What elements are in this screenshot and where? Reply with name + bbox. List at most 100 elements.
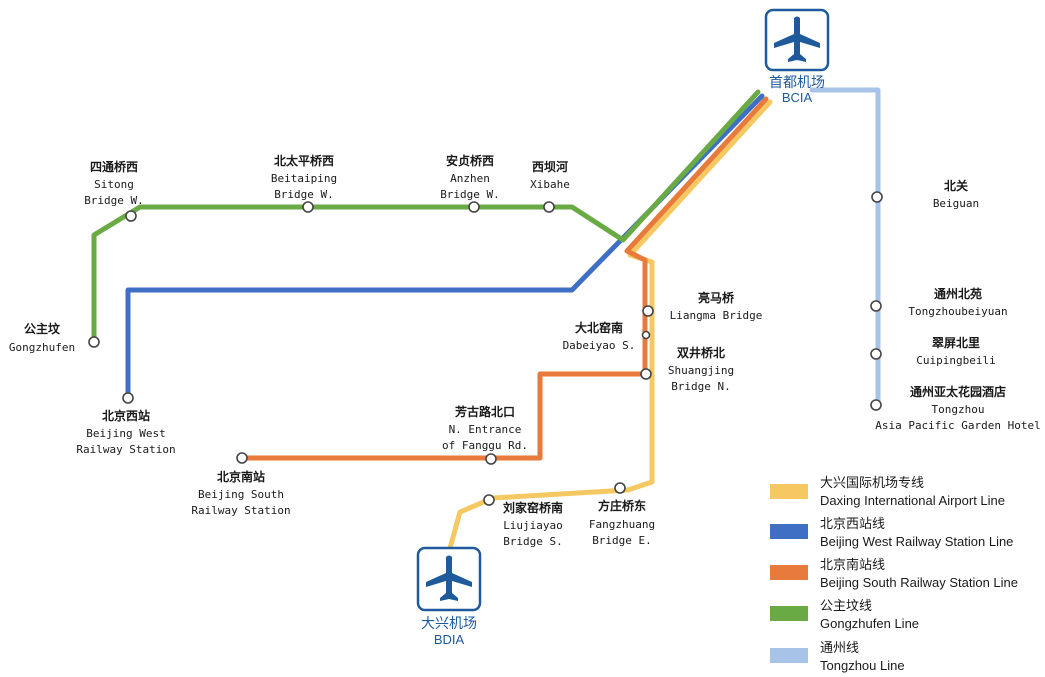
svg-text:Beiguan: Beiguan <box>933 197 979 210</box>
label-xibahe: 西坝河 Xibahe <box>530 159 570 191</box>
label-liangma: 亮马桥 Liangma Bridge <box>670 290 763 322</box>
legend-swatch <box>770 484 808 499</box>
svg-text:Bridge N.: Bridge N. <box>671 380 731 393</box>
legend-swatch <box>770 606 808 621</box>
svg-text:方庄桥东: 方庄桥东 <box>598 498 646 513</box>
svg-text:Bridge W.: Bridge W. <box>274 188 334 201</box>
stop-beiguan[interactable] <box>871 191 883 203</box>
svg-text:四通桥西: 四通桥西 <box>90 159 138 174</box>
stop-tongzhou-hotel[interactable] <box>870 399 882 411</box>
stop-anzhen[interactable] <box>468 201 480 213</box>
bdia-name-en: BDIA <box>434 632 465 647</box>
svg-text:Asia Pacific Garden Hotel: Asia Pacific Garden Hotel <box>875 419 1041 432</box>
legend-item-beijing-south: 北京南站线 Beijing South Railway Station Line <box>770 557 1018 590</box>
svg-text:Sitong: Sitong <box>94 178 134 191</box>
svg-text:公主坟: 公主坟 <box>24 321 60 336</box>
svg-text:Fangzhuang: Fangzhuang <box>589 518 655 531</box>
stop-beijing-south[interactable] <box>236 452 248 464</box>
svg-text:Liangma Bridge: Liangma Bridge <box>670 309 763 322</box>
label-tongzhoubeiyuan: 通州北苑 Tongzhoubeiyuan <box>908 286 1007 318</box>
label-fangzhuang: 方庄桥东 Fangzhuang Bridge E. <box>589 498 655 547</box>
legend-swatch <box>770 565 808 580</box>
svg-text:Beijing West Railway Station L: Beijing West Railway Station Line <box>820 534 1013 549</box>
label-shuangjing: 双井桥北 Shuangjing Bridge N. <box>668 345 734 393</box>
stop-beijing-west[interactable] <box>122 392 134 404</box>
airplane-icon <box>426 555 472 601</box>
stops <box>88 191 883 506</box>
svg-text:Bridge S.: Bridge S. <box>503 535 563 548</box>
svg-text:Railway Station: Railway Station <box>191 504 290 517</box>
svg-text:安贞桥西: 安贞桥西 <box>446 153 494 168</box>
svg-text:Tongzhou: Tongzhou <box>932 403 985 416</box>
label-fanggu: 芳古路北口 N. Entrance of Fanggu Rd. <box>442 404 528 452</box>
beijing-west-line <box>125 93 765 401</box>
legend-item-beijing-west: 北京西站线 Beijing West Railway Station Line <box>770 517 1013 549</box>
station-labels: 四通桥西 Sitong Bridge W. 北太平桥西 Beitaiping B… <box>9 153 1041 548</box>
svg-text:北京西站线: 北京西站线 <box>820 517 885 532</box>
svg-text:Liujiayao: Liujiayao <box>503 519 563 532</box>
bcia-name-zh: 首都机场 <box>769 75 825 91</box>
svg-text:Beitaiping: Beitaiping <box>271 172 337 185</box>
stop-sitong[interactable] <box>125 210 137 222</box>
stop-fanggu[interactable] <box>485 453 497 465</box>
svg-text:刘家窑桥南: 刘家窑桥南 <box>503 500 563 515</box>
label-beijing-south: 北京南站 Beijing South Railway Station <box>191 469 290 517</box>
legend-item-daxing: 大兴国际机场专线 Daxing International Airport Li… <box>770 476 1005 508</box>
label-sitong: 四通桥西 Sitong Bridge W. <box>84 159 144 207</box>
svg-text:翠屏北里: 翠屏北里 <box>932 335 980 350</box>
bdia-name-zh: 大兴机场 <box>421 616 477 632</box>
gongzhufen-line <box>91 89 761 345</box>
legend-swatch <box>770 524 808 539</box>
svg-text:Tongzhoubeiyuan: Tongzhoubeiyuan <box>908 305 1007 318</box>
svg-text:通州线: 通州线 <box>820 641 859 656</box>
svg-text:Dabeiyao S.: Dabeiyao S. <box>563 339 636 352</box>
tongzhou-line <box>809 87 881 408</box>
label-cuipingbeili: 翠屏北里 Cuipingbeili <box>916 335 995 367</box>
label-gongzhufen: 公主坟 Gongzhufen <box>9 321 75 354</box>
stop-shuangjing[interactable] <box>640 368 652 380</box>
svg-text:of Fanggu Rd.: of Fanggu Rd. <box>442 439 528 452</box>
airport-bcia[interactable]: 首都机场 BCIA <box>764 8 830 105</box>
legend-item-gongzhufen: 公主坟线 Gongzhufen Line <box>770 599 919 631</box>
svg-text:北关: 北关 <box>944 178 968 193</box>
stop-liujiayao[interactable] <box>483 494 495 506</box>
stop-liangma[interactable] <box>642 305 654 317</box>
label-beitaiping: 北太平桥西 Beitaiping Bridge W. <box>271 153 337 201</box>
airport-bdia[interactable]: 大兴机场 BDIA <box>416 546 482 647</box>
svg-text:Cuipingbeili: Cuipingbeili <box>916 354 995 367</box>
label-dabeiyao: 大北窑南 Dabeiyao S. <box>563 320 636 352</box>
svg-text:北太平桥西: 北太平桥西 <box>274 153 334 168</box>
stop-beitaiping[interactable] <box>302 201 314 213</box>
svg-text:北京南站: 北京南站 <box>217 469 265 484</box>
label-liujiayao: 刘家窑桥南 Liujiayao Bridge S. <box>503 500 563 548</box>
stop-tongzhoubeiyuan[interactable] <box>870 300 882 312</box>
svg-text:Bridge E.: Bridge E. <box>592 534 652 547</box>
svg-text:公主坟线: 公主坟线 <box>820 599 872 614</box>
stop-fangzhuang[interactable] <box>614 482 626 494</box>
svg-text:Beijing South Railway Station: Beijing South Railway Station Line <box>820 575 1018 590</box>
svg-text:Gongzhufen Line: Gongzhufen Line <box>820 616 919 631</box>
stop-dabeiyao[interactable] <box>641 330 651 340</box>
svg-text:Gongzhufen: Gongzhufen <box>9 341 75 354</box>
svg-text:N. Entrance: N. Entrance <box>449 423 522 436</box>
stop-gongzhufen[interactable] <box>88 336 100 348</box>
stop-cuipingbeili[interactable] <box>870 348 882 360</box>
svg-text:Anzhen: Anzhen <box>450 172 490 185</box>
svg-text:北京西站: 北京西站 <box>102 408 150 423</box>
label-tongzhou-hotel: 通州亚太花园酒店 Tongzhou Asia Pacific Garden Ho… <box>875 384 1041 432</box>
svg-text:Xibahe: Xibahe <box>530 178 570 191</box>
stop-xibahe[interactable] <box>543 201 555 213</box>
svg-text:大兴国际机场专线: 大兴国际机场专线 <box>820 476 924 491</box>
svg-text:Daxing International Airport L: Daxing International Airport Line <box>820 493 1005 508</box>
legend: 大兴国际机场专线 Daxing International Airport Li… <box>770 476 1018 673</box>
svg-text:北京南站线: 北京南站线 <box>820 557 885 573</box>
label-anzhen: 安贞桥西 Anzhen Bridge W. <box>440 153 500 201</box>
svg-text:Shuangjing: Shuangjing <box>668 364 734 377</box>
svg-text:Beijing West: Beijing West <box>86 427 165 440</box>
svg-text:西坝河: 西坝河 <box>532 159 568 174</box>
svg-text:Tongzhou Line: Tongzhou Line <box>820 658 905 673</box>
svg-text:Beijing South: Beijing South <box>198 488 284 501</box>
legend-item-tongzhou: 通州线 Tongzhou Line <box>770 641 905 673</box>
svg-text:亮马桥: 亮马桥 <box>698 290 735 305</box>
